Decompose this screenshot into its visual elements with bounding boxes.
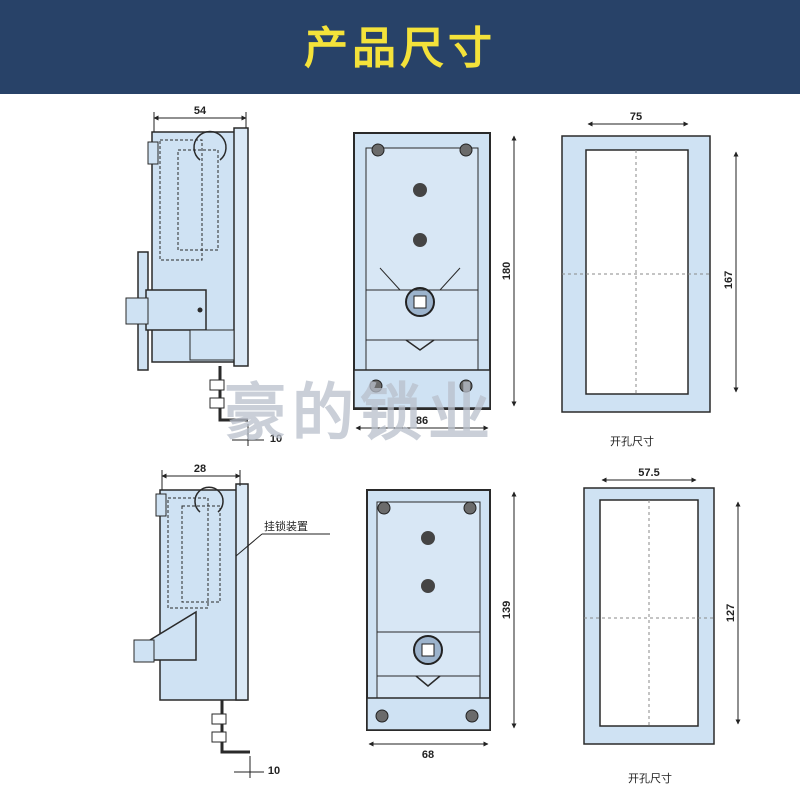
top-side-width-dim: 54 — [194, 105, 207, 117]
top-cutout-view — [561, 135, 711, 413]
bottom-cutout-height-dim: 127 — [725, 604, 737, 622]
top-front-view — [353, 132, 491, 410]
bottom-cutout-view — [583, 487, 715, 745]
watermark-text: 豪的锁业 — [224, 376, 496, 449]
bottom-side-width-dim: 28 — [194, 463, 206, 475]
title-banner: 产品尺寸 — [0, 0, 800, 94]
top-cutout-width-dim: 75 — [630, 111, 642, 123]
top-side-foot-dim: 10 — [270, 433, 282, 445]
dimension-drawing: 54 10 86 180 75 167 开孔尺寸 — [125, 105, 741, 785]
top-cutout-height-dim: 167 — [723, 271, 735, 289]
bottom-front-height-dim: 139 — [501, 601, 513, 619]
bottom-front-view — [366, 489, 491, 731]
bottom-front-width-dim: 68 — [422, 749, 434, 761]
bottom-cutout-width-dim: 57.5 — [638, 467, 659, 479]
page-title: 产品尺寸 — [304, 23, 496, 74]
top-side-view — [125, 127, 249, 422]
padlock-label: 挂锁装置 — [264, 519, 308, 533]
top-front-width-dim: 86 — [416, 415, 428, 427]
bottom-cutout-caption: 开孔尺寸 — [628, 771, 672, 785]
top-cutout-caption: 开孔尺寸 — [610, 434, 654, 448]
bottom-side-view — [133, 483, 250, 754]
top-front-height-dim: 180 — [501, 262, 513, 280]
bottom-side-foot-dim: 10 — [268, 765, 280, 777]
